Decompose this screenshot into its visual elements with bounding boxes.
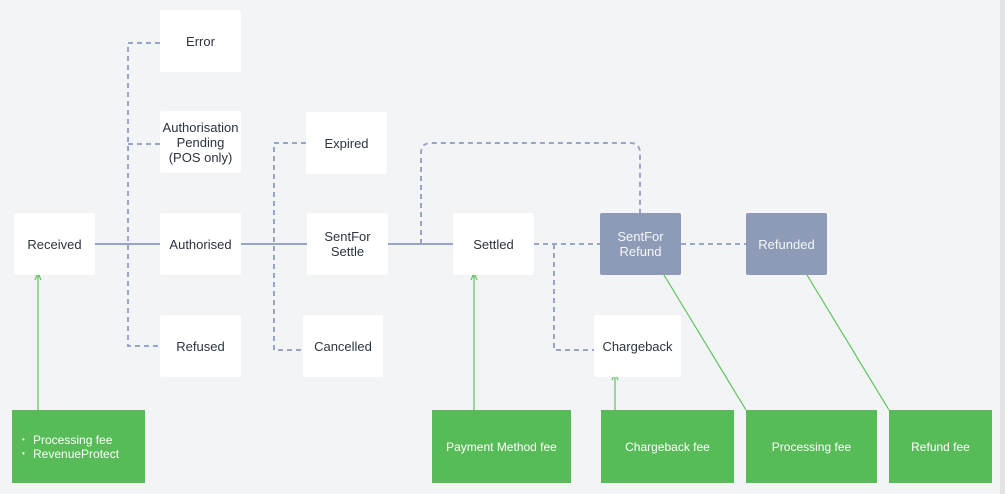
fee-label-processing: Processing fee (771, 439, 852, 454)
node-error-label: Error (186, 33, 215, 49)
node-sent-for-refund: SentFor Refund (600, 213, 681, 275)
node-chargeback-label: Chargeback (602, 338, 673, 354)
node-refunded-label: Refunded (758, 236, 815, 252)
node-authorised: Authorised (160, 213, 241, 275)
fee-label-chargeback: Chargeback fee (625, 439, 710, 454)
node-sent-for-refund-label: SentFor Refund (617, 229, 664, 259)
fee-label-refund: Refund fee (911, 439, 970, 454)
node-sent-for-settle-label: SentFor Settle (324, 229, 371, 259)
connector-chargeback-branch (553, 244, 594, 351)
fee-item-revenue-protect: RevenueProtect (20, 447, 119, 461)
node-sent-for-settle: SentFor Settle (307, 213, 388, 275)
fee-box-received: Processing fee RevenueProtect (12, 410, 145, 483)
node-authorisation-pending: Authorisation Pending (POS only) (160, 111, 241, 173)
node-cancelled: Cancelled (303, 315, 383, 377)
connector-refund-loop-path (420, 142, 641, 244)
node-authorisation-pending-label: Authorisation Pending (POS only) (162, 119, 239, 165)
fee-list-received: Processing fee RevenueProtect (20, 433, 119, 461)
fee-box-processing: Processing fee (746, 410, 877, 483)
node-settled: Settled (453, 213, 534, 275)
node-refused: Refused (160, 315, 241, 377)
page-edge (1000, 0, 1005, 494)
fee-box-payment-method: Payment Method fee (432, 410, 571, 483)
node-cancelled-label: Cancelled (314, 338, 372, 354)
connector-error-branch (127, 42, 160, 347)
node-expired: Expired (306, 112, 387, 174)
fee-box-chargeback: Chargeback fee (601, 410, 734, 483)
node-chargeback: Chargeback (594, 315, 681, 377)
node-received-label: Received (27, 236, 82, 252)
node-error: Error (160, 10, 241, 72)
fee-line-refund (806, 274, 890, 411)
fee-item-processing: Processing fee (20, 433, 119, 447)
fee-box-refund: Refund fee (889, 410, 992, 483)
fee-label-payment-method: Payment Method fee (446, 439, 557, 454)
node-expired-label: Expired (324, 135, 369, 151)
fee-line-processing (663, 274, 747, 411)
node-received: Received (14, 213, 95, 275)
node-authorised-label: Authorised (169, 236, 232, 252)
node-refused-label: Refused (176, 338, 225, 354)
node-settled-label: Settled (473, 236, 514, 252)
connector-expired-branch (273, 142, 306, 351)
node-refunded: Refunded (746, 213, 827, 275)
